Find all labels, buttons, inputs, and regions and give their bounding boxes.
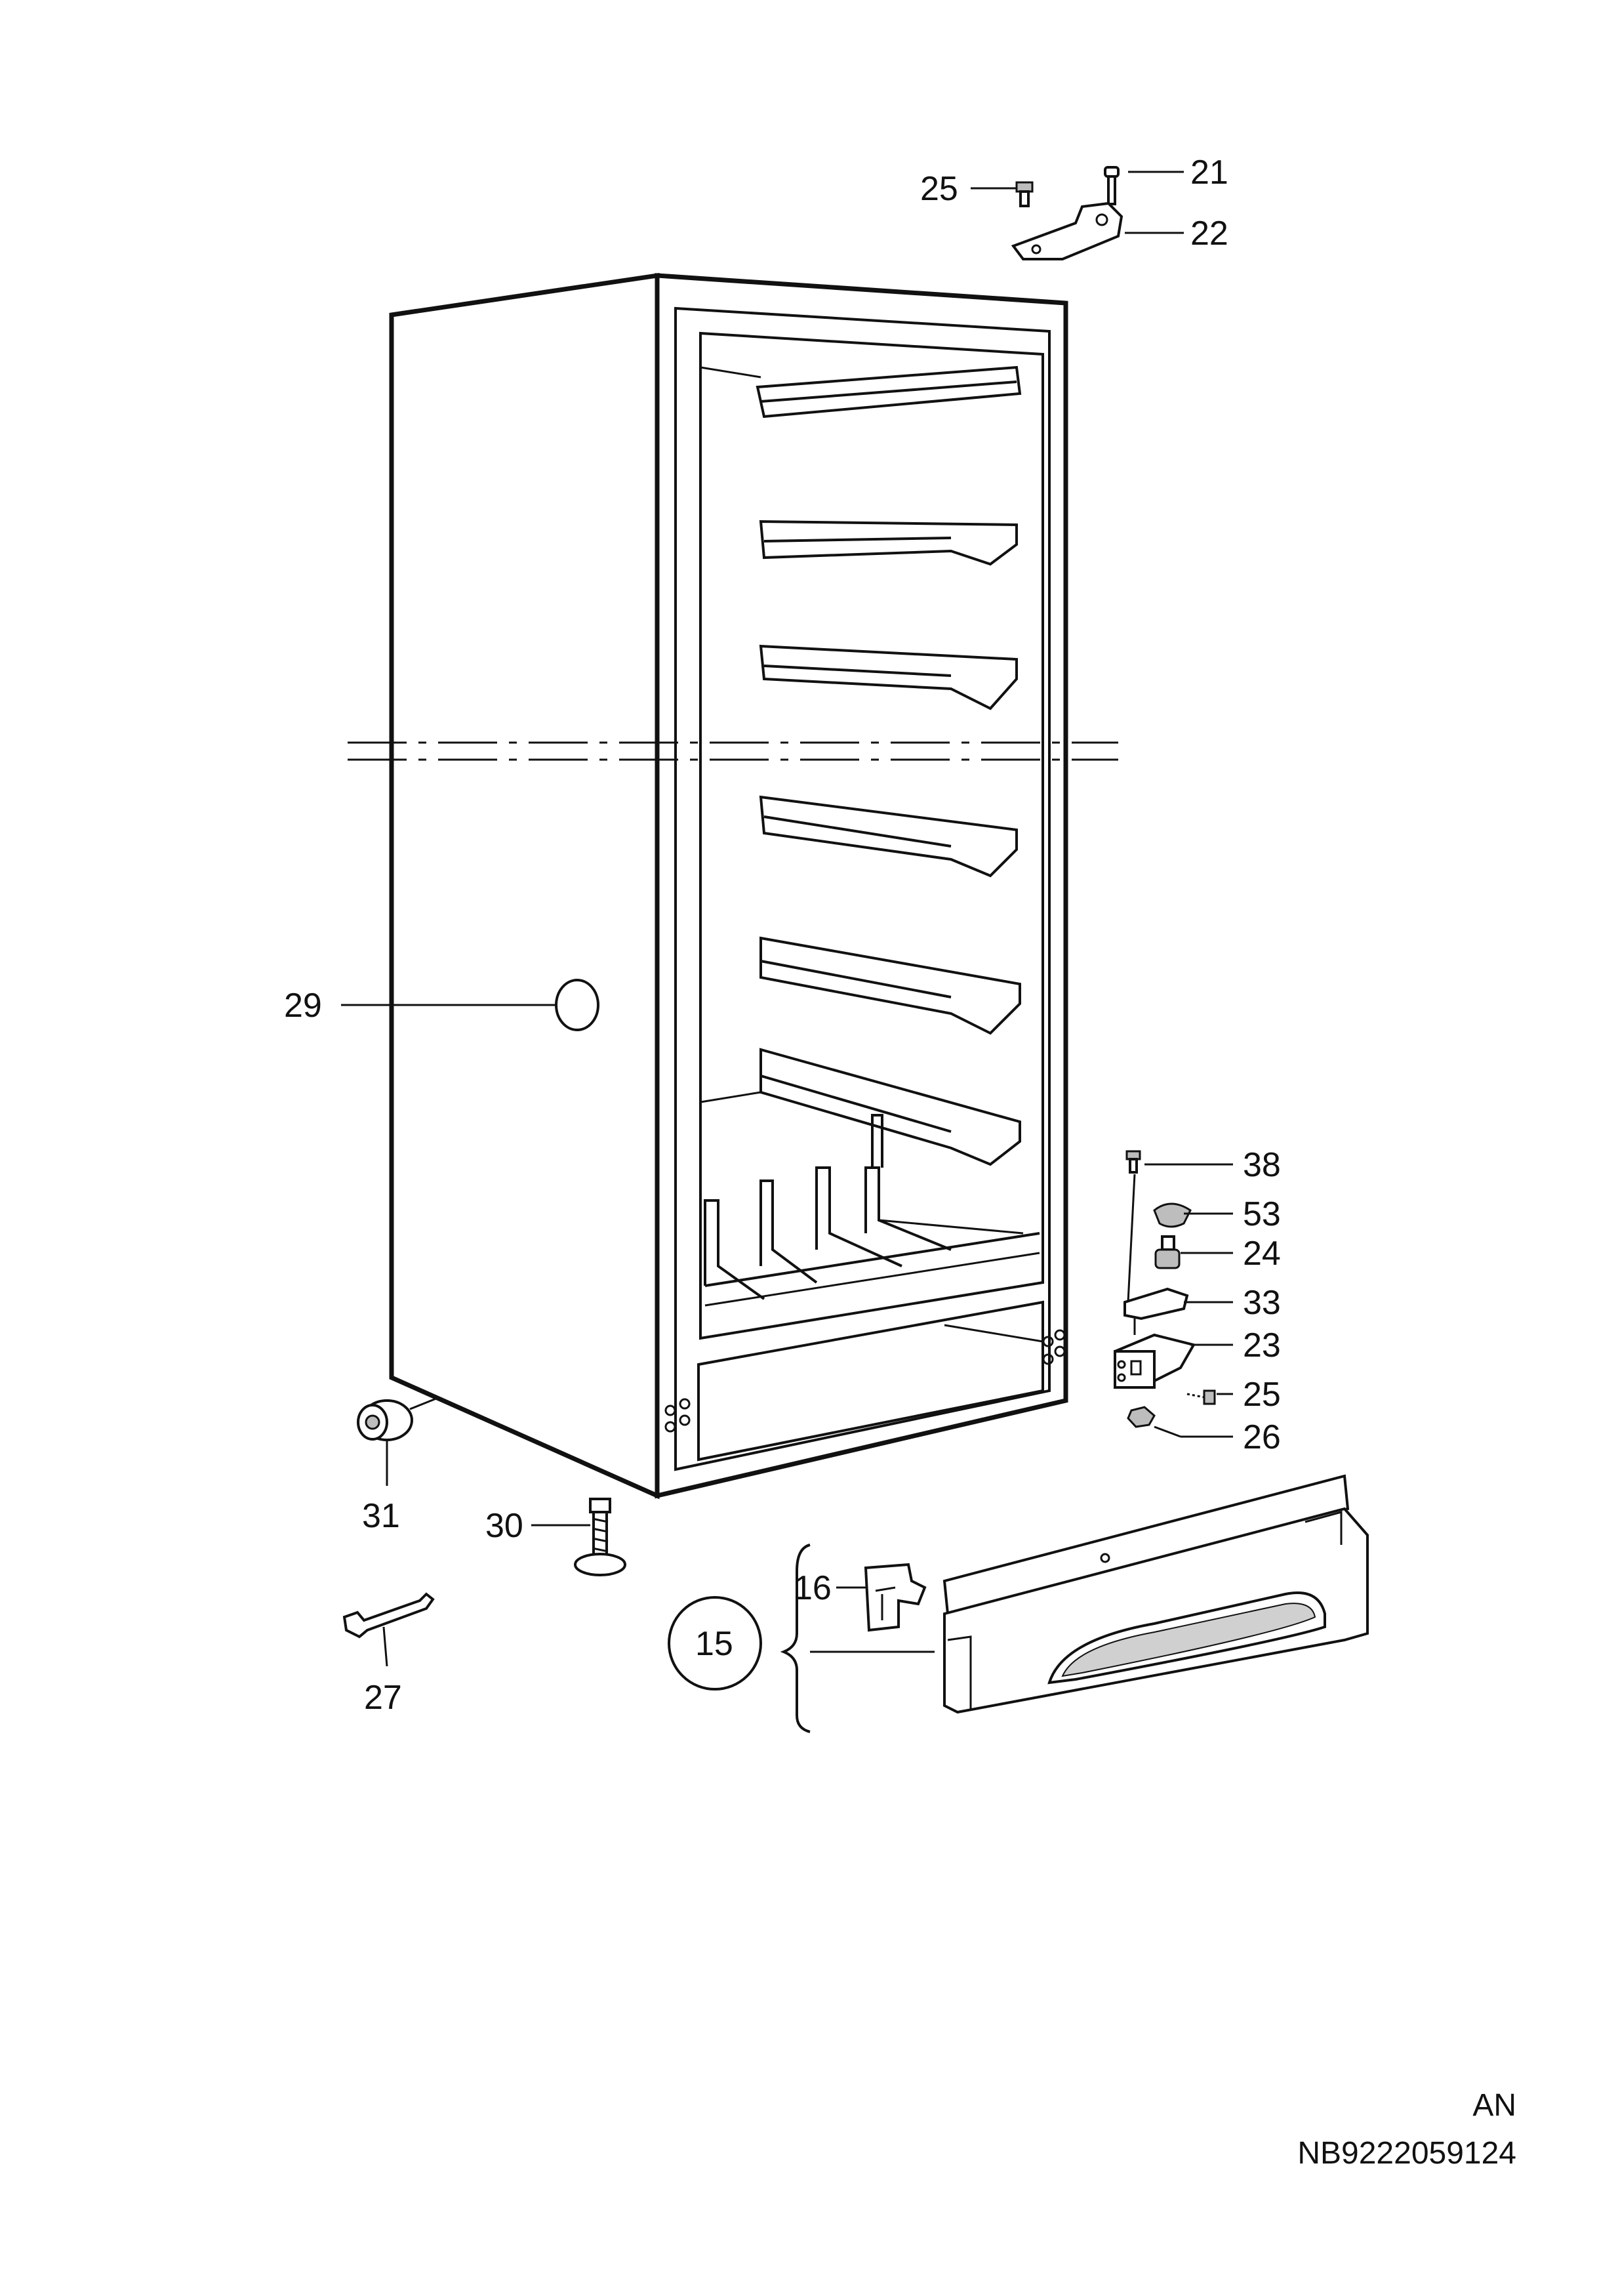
bay-inner-line: [944, 1324, 1043, 1343]
foot-31: [357, 1399, 413, 1441]
cabinet-side-panel: [389, 272, 660, 1500]
kick-plate-grille: [942, 1474, 1369, 1714]
callout-22: 22: [1190, 215, 1228, 253]
shelf-rail-5: [759, 936, 1021, 1035]
break-line: [348, 741, 1118, 761]
wire-bottom-basket: [704, 1114, 1040, 1307]
callout-labels: 25 21 22 29 38 53 24 33 23 25 26 31 30 2…: [284, 154, 1281, 1717]
callout-53: 53: [1243, 1195, 1281, 1233]
wrench-27: [342, 1592, 435, 1639]
screw-25-hinge: [1186, 1389, 1216, 1405]
callout-26: 26: [1243, 1418, 1281, 1456]
callout-33: 33: [1243, 1284, 1281, 1322]
bottom-hinge-parts: [1114, 1150, 1216, 1428]
adjustable-foot-30: [574, 1498, 626, 1576]
bracket-33: [1123, 1287, 1189, 1321]
callout-27: 27: [364, 1679, 402, 1717]
callout-31: 31: [362, 1497, 400, 1535]
shelf-rail-3: [759, 644, 1018, 710]
callout-21: 21: [1190, 154, 1228, 192]
callout-38: 38: [1243, 1146, 1281, 1184]
nut-26: [1127, 1406, 1156, 1428]
callout-15-circle: [668, 1596, 762, 1691]
cabinet: [348, 272, 1118, 1500]
liner-bottom-edge: [700, 1091, 761, 1103]
cabinet-front-frame: [655, 273, 1068, 1499]
cabinet-liner-edge: [674, 306, 1051, 1471]
shelf-rail-4: [759, 795, 1018, 878]
shelf-rails: [756, 365, 1022, 1166]
callout-16: 16: [794, 1569, 832, 1607]
hinge-holes: [664, 1329, 1066, 1433]
shelf-rail-2: [759, 520, 1018, 566]
callout-15: 15: [695, 1625, 733, 1663]
pin-24: [1154, 1235, 1181, 1269]
leader-lines: [341, 171, 1233, 1667]
callout-25-hinge: 25: [1243, 1376, 1281, 1414]
clip-16: [864, 1563, 927, 1632]
cabinet-inner-compartment: [699, 331, 1044, 1340]
top-hinge-parts: [1011, 166, 1123, 260]
cap-53: [1153, 1202, 1192, 1228]
top-hinge-plate: [1011, 201, 1123, 260]
callout-25-top: 25: [920, 170, 958, 208]
callout-23: 23: [1243, 1326, 1281, 1364]
callout-29: 29: [284, 987, 322, 1025]
language-code: AN: [1472, 2088, 1516, 2123]
document-codes: AN NB9222059124: [1297, 2088, 1516, 2171]
screw-38: [1125, 1150, 1141, 1174]
assembly-brace: [780, 1544, 811, 1733]
hinge-pin: [1104, 166, 1120, 205]
shelf-rail-6: [759, 1048, 1021, 1166]
hinge-23: [1114, 1333, 1196, 1389]
liner-back-edge: [700, 366, 761, 379]
shelf-rail-1: [756, 365, 1022, 419]
screw-top: [1015, 181, 1034, 207]
side-plug: [555, 979, 599, 1031]
cabinet-bottom-bay: [697, 1300, 1044, 1462]
part-number: NB9222059124: [1297, 2136, 1516, 2171]
callout-24: 24: [1243, 1235, 1281, 1273]
callout-30: 30: [485, 1507, 523, 1545]
